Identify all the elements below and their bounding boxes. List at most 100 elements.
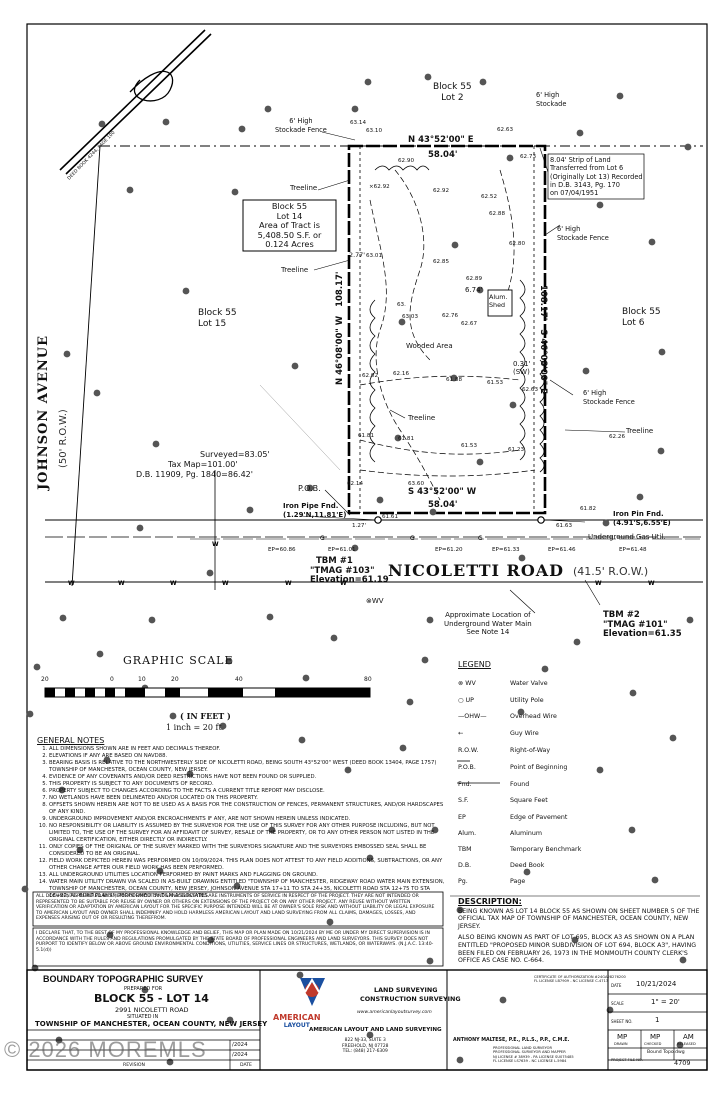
- gas-label: Underground Gas Util.: [588, 533, 666, 541]
- water-valve-icon: ⊗WV: [366, 597, 384, 605]
- tbm1-label: TBM #1"TMAG #103"Elevation=61.19: [310, 556, 389, 585]
- wooded-area-label: Wooded Area: [406, 342, 453, 350]
- scale-value: 1" = 20': [651, 998, 680, 1006]
- spot-elevation: 62.76: [442, 313, 459, 319]
- spot-elevation: 63.60: [408, 481, 425, 487]
- svg-text:G: G: [410, 535, 415, 542]
- note-item: ALL DIMENSIONS SHOWN ARE IN FEET AND DEC…: [49, 746, 447, 753]
- graphic-scale-title: GRAPHIC SCALE: [123, 654, 234, 667]
- legend-row: D.B.Deed Book: [458, 862, 545, 869]
- spot-elevation: 62.80: [509, 241, 526, 247]
- spot-elevation: 62.90: [398, 158, 415, 164]
- svg-text:W: W: [118, 580, 125, 587]
- pob-label: P.O.B.: [298, 484, 321, 493]
- date-value: 10/21/2024: [636, 980, 677, 988]
- johnson-row-label: (50' R.O.W.): [58, 409, 69, 468]
- scale-tick: 10: [138, 676, 146, 683]
- scale-tick: 20: [171, 676, 179, 683]
- legend-title: LEGEND: [458, 660, 491, 669]
- svg-text:G: G: [478, 535, 483, 542]
- scale-tick: 80: [364, 676, 372, 683]
- dist-bottom: 58.04': [428, 500, 458, 510]
- description-p1: BEING KNOWN AS LOT 14 BLOCK 55 AS SHOWN …: [458, 907, 700, 930]
- spot-elevation: EP=61.48: [619, 547, 647, 553]
- note-item: WATER MAIN UTILITY DRAWN VIA SCALED IN A…: [49, 879, 447, 900]
- legend-row: Pg.Page: [458, 878, 526, 885]
- legend-row: —OHW—Overhead Wire: [458, 713, 557, 720]
- checked-label: CHECKED: [644, 1042, 662, 1046]
- spot-elevation: 62.67: [461, 321, 478, 327]
- scale-tick: 40: [235, 676, 243, 683]
- shed-label: Alum.Shed: [489, 293, 508, 309]
- surveyor-declaration: I DECLARE THAT, TO THE BEST OF MY PROFES…: [36, 931, 434, 953]
- spot-elevation: 1.27': [352, 523, 366, 529]
- bearing-right: 108.17' S 46°08'00" E: [538, 285, 548, 394]
- spot-elevation: 63.10: [366, 128, 383, 134]
- scale-ratio: 1 inch = 20 ft.: [166, 723, 225, 732]
- legend-row: Alum.Aluminum: [458, 830, 543, 837]
- spot-elevation: 61.53: [487, 380, 504, 386]
- note-item: NO RESPONSIBILITY OR LIABILITY IS ASSUME…: [49, 823, 447, 844]
- note-item: EVIDENCE OF ANY COVENANTS AND/OR DEED RE…: [49, 774, 447, 781]
- spot-elevation: 62.85: [433, 259, 450, 265]
- spot-elevation: 63.: [397, 302, 406, 308]
- note-item: ONLY COPIES OF THE ORIGINAL OF THE SURVE…: [49, 844, 447, 858]
- svg-text:W: W: [170, 580, 177, 587]
- spot-elevation: 62.92: [433, 188, 450, 194]
- svg-text:W: W: [340, 580, 347, 587]
- svg-text:W: W: [212, 541, 219, 548]
- note-item: BEARING BASIS IS RELATIVE TO THE NORTHWE…: [49, 760, 447, 774]
- tbm2-label: TBM #2"TMAG #101"Elevation=61.35: [603, 610, 682, 639]
- company-website: www.americanlayoutsurvey.com: [357, 1010, 432, 1015]
- treeline-label-2: Treeline: [281, 266, 309, 274]
- drawn-by: MP: [617, 1033, 628, 1041]
- spot-elevation: 62.26: [609, 434, 626, 440]
- spot-elevation: EP=61.33: [492, 547, 520, 553]
- spot-elevation: 62.14: [347, 481, 364, 487]
- dim-031: 0.31'(SW): [513, 360, 531, 376]
- spot-elevation: 61.61: [382, 514, 399, 520]
- spot-elevation: EP=61.46: [548, 547, 576, 553]
- spot-elevation: 62.73: [520, 154, 537, 160]
- bearing-left: N 46°08'00" W 108.17': [335, 271, 345, 385]
- iron-pipe-label: Iron Pipe Fnd.(1.29'N,11.81'E): [283, 502, 347, 519]
- file-label: PROJECT FILE NO.: [611, 1058, 643, 1062]
- sheet-label: SHEET NO.: [611, 1019, 633, 1024]
- note-item: OFFSETS SHOWN HEREIN ARE NOT TO BE USED …: [49, 802, 447, 816]
- dim-277: 2.77': [349, 251, 365, 259]
- file-number: 4709: [674, 1059, 691, 1067]
- svg-text:W: W: [648, 580, 655, 587]
- spot-elevation: 62.63: [497, 127, 514, 133]
- spot-elevation: 62.88: [489, 211, 506, 217]
- date-label: DATE: [611, 983, 622, 988]
- sheet-value: 1: [655, 1016, 660, 1024]
- legend-row: P.O.B.Point of Beginning: [458, 764, 568, 771]
- spot-elevation: EP=61.01: [328, 547, 356, 553]
- scale-label: SCALE: [611, 1001, 624, 1006]
- description-p2: ALSO BEING KNOWN AS PART OF LOT 695, BLO…: [458, 934, 697, 965]
- description-title: DESCRIPTION:: [458, 897, 522, 906]
- american-layout-logo: [300, 978, 325, 1006]
- released-by: AM: [683, 1033, 694, 1041]
- project-title: BLOCK 55 - LOT 14: [94, 992, 209, 1005]
- svg-text:W: W: [222, 580, 229, 587]
- dim-674: 6.74': [465, 286, 483, 294]
- iron-pin-label: Iron Pin Fnd.(4.91'S,6.55'E): [613, 510, 671, 527]
- svg-text:W: W: [68, 580, 75, 587]
- note-item: THIS PROPERTY IS SUBJECT TO ANY DOCUMENT…: [49, 781, 447, 788]
- johnson-avenue-label: JOHNSON AVENUE: [36, 334, 51, 490]
- file-type: Bound Topo.dwg: [647, 1050, 685, 1055]
- released-label: RELEASED: [677, 1042, 696, 1046]
- project-address: 2991 NICOLETTI ROAD: [115, 1006, 189, 1014]
